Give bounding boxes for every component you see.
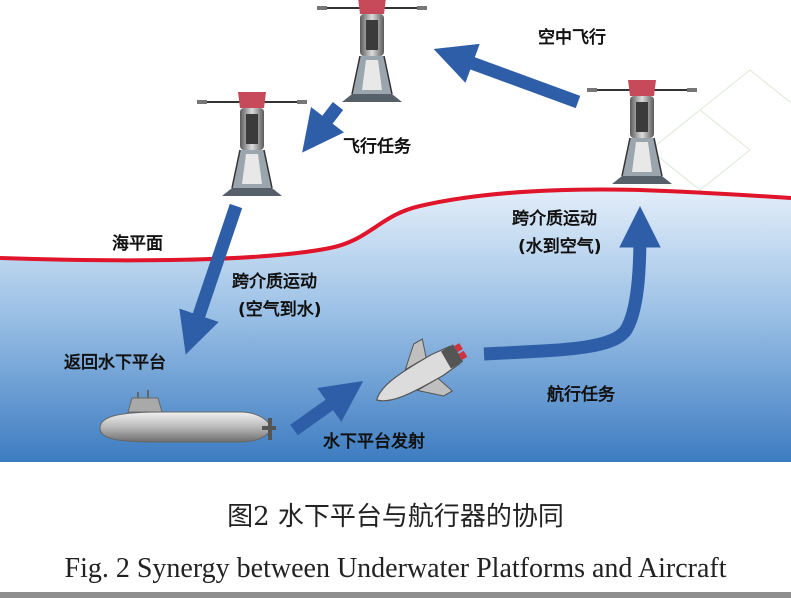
diagram-scene	[0, 0, 791, 462]
label-cross-medium-water-to-air-1: 跨介质运动	[512, 209, 597, 229]
label-air-flight: 空中飞行	[538, 28, 606, 48]
arrow-platform-launch	[290, 380, 364, 436]
label-flight-mission: 飞行任务	[343, 137, 411, 157]
launched-vehicle	[375, 338, 468, 402]
label-cross-medium-water-to-air-2: (水到空气)	[518, 237, 602, 257]
submarine	[99, 390, 276, 443]
water-area	[0, 189, 791, 462]
caption-chinese: 图2 水下平台与航行器的协同	[227, 502, 564, 532]
caption-english: Fig. 2 Synergy between Underwater Platfo…	[64, 553, 727, 584]
arrow-air-to-water	[179, 203, 243, 355]
label-cross-medium-air-to-water-2: (空气到水)	[238, 300, 322, 320]
label-sea-level: 海平面	[112, 234, 163, 254]
arrow-flight-mission	[302, 102, 344, 153]
label-return-platform: 返回水下平台	[64, 353, 166, 373]
label-cross-medium-air-to-water-1: 跨介质运动	[232, 272, 317, 292]
label-platform-launch: 水下平台发射	[323, 432, 425, 452]
label-cruise-mission: 航行任务	[547, 385, 615, 405]
sea-level-line	[0, 187, 791, 263]
flow-arrows	[179, 43, 661, 436]
arrow-water-to-air	[483, 206, 661, 361]
arrow-air-flight	[433, 43, 581, 109]
bottom-bar	[0, 592, 791, 598]
